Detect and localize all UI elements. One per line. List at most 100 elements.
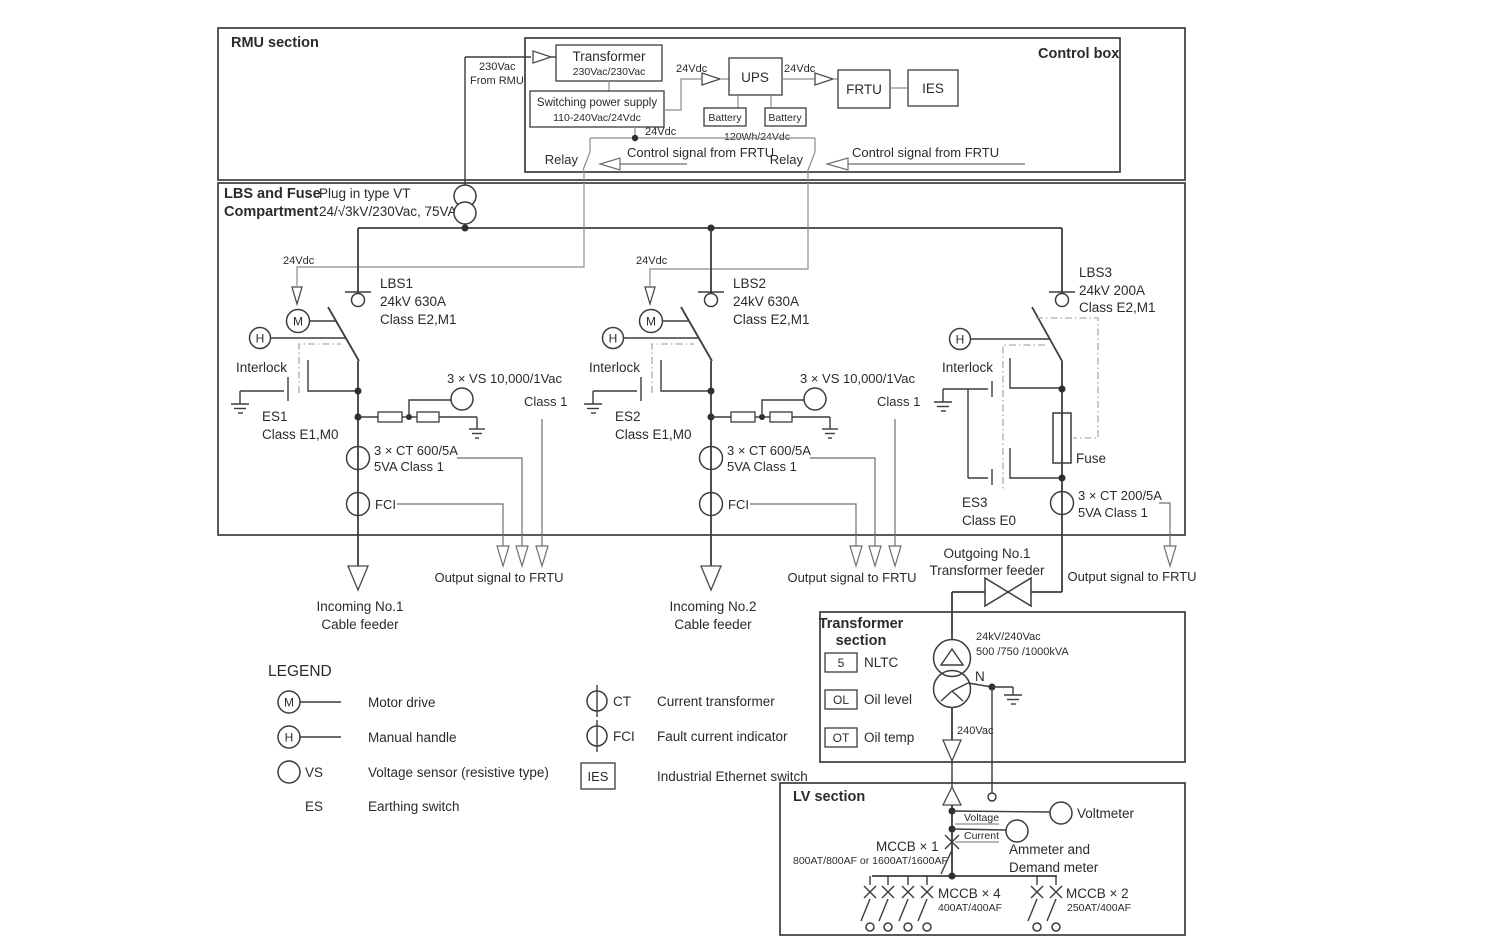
battery-box-1: [703, 107, 747, 127]
branch-lbs1: 24Vdc M H Interlock ES1 Class E1,M0: [231, 228, 567, 632]
svg-text:H: H: [285, 731, 294, 745]
lbs-blade-icon: [1031, 306, 1063, 362]
ctrl-signal-arrow-1-icon: [597, 157, 621, 171]
output-signal-label: Output signal to FRTU: [787, 570, 916, 585]
relay-2-label: Relay: [770, 152, 804, 167]
vs-class-label: Class 1: [877, 394, 920, 409]
sps-label-1: Switching power supply: [537, 97, 657, 109]
interlock-label: Interlock: [236, 360, 287, 375]
mccb-group-4-icon: [860, 876, 934, 932]
ground-icon: [469, 428, 485, 439]
lbs-name-label: LBS2: [733, 276, 766, 291]
rmu-section-title: RMU section: [231, 35, 319, 51]
legend-vs-icon: [277, 760, 301, 784]
resistor-icon: [377, 411, 403, 423]
ground-icon: [934, 401, 952, 412]
branch-lbs3: H Interlock ES3 Class E0 Fuse 3 × CT 200…: [929, 228, 1197, 640]
nltc-label: NLTC: [864, 655, 899, 670]
vt-label-2: 24/√3kV/230Vac, 75VA: [319, 204, 457, 219]
svg-text:M: M: [646, 315, 656, 329]
frtu-label: FRTU: [846, 82, 882, 97]
lbs-blade-icon: [680, 306, 713, 362]
control-transformer-rating: 230Vac/230Vac: [573, 66, 646, 78]
ground-icon: [584, 403, 602, 414]
power-transformer-icon: [932, 638, 972, 709]
battery-box-2: [764, 107, 807, 127]
dc-arrow-2-icon: [814, 72, 836, 86]
dc-arrow-1-icon: [701, 72, 723, 86]
svg-text:H: H: [256, 332, 265, 346]
ct-class-label: 5VA Class 1: [1078, 505, 1148, 520]
control-box: [524, 37, 1121, 173]
interlock-label: Interlock: [589, 360, 640, 375]
resistor-icon: [769, 411, 793, 423]
sps-label-2: 110-240Vac/24Vdc: [553, 112, 641, 124]
legend-ies-icon: [580, 762, 616, 790]
feed-source-label: From RMU: [470, 75, 524, 87]
nltc-box: [824, 652, 858, 673]
legend-ct-label: Current transformer: [657, 694, 775, 709]
ct-icon: [1049, 490, 1075, 516]
output-signal-label: Output signal to FRTU: [434, 570, 563, 585]
output-signal-arrows-icon: [496, 545, 549, 569]
svg-text:5: 5: [838, 656, 845, 670]
svg-text:H: H: [956, 333, 965, 347]
mccb4-rating: 400AT/400AF: [938, 902, 1002, 914]
ct-icon: [345, 445, 371, 471]
legend-handle-label: Manual handle: [368, 730, 457, 745]
legend-ct-sym: CT: [613, 694, 631, 709]
svg-text:OL: OL: [833, 693, 849, 707]
lbs-class-label: Class E2,M1: [1079, 300, 1156, 315]
resistor-icon: [730, 411, 756, 423]
es-label: ES3: [962, 495, 988, 510]
feeder-arrow-icon: [347, 565, 369, 592]
control-transformer-box: [555, 44, 663, 82]
neutral-label: N: [975, 669, 985, 684]
ies-box: [907, 69, 959, 107]
lbs-class-label: Class E2,M1: [380, 312, 457, 327]
manual-handle-icon: [601, 326, 625, 350]
mccb4-label: MCCB × 4: [938, 886, 1001, 901]
current-tap-label: Current: [964, 830, 999, 842]
transformer-section: Transformer section 5 NLTC OL Oil level …: [819, 616, 1069, 802]
voltmeter-label: Voltmeter: [1077, 806, 1135, 821]
ctrl-signal-label-1: Control signal from FRTU: [627, 145, 774, 160]
dc-label-2: 24Vdc: [784, 63, 816, 75]
feeder-label-2: Cable feeder: [674, 617, 752, 632]
mccb-main-icon: [940, 834, 960, 875]
es-class-label: Class E1,M0: [615, 427, 692, 442]
output-signal-arrows-icon: [849, 545, 902, 569]
dc-control-label: 24Vdc: [283, 255, 315, 267]
svg-text:IES: IES: [588, 769, 609, 784]
ground-icon: [1004, 694, 1022, 705]
lbs-contact-icon: [703, 292, 719, 308]
mccb1-rating: 800AT/800AF or 1600AT/1600AF: [793, 855, 948, 867]
resistor-icon: [416, 411, 440, 423]
feeder-label-1: Incoming No.2: [669, 599, 756, 614]
fci-label: FCI: [728, 497, 749, 512]
legend-ct-icon: [586, 690, 608, 712]
es-label: ES2: [615, 409, 641, 424]
ups-box: [728, 57, 783, 96]
interlock-linkage-icon: [1036, 317, 1099, 439]
lv-section: LV section Voltmeter Voltage Current Amm…: [793, 785, 1135, 932]
outgoing-feeder-label-1: Outgoing No.1: [943, 546, 1030, 561]
lbs-rating-label: 24kV 200A: [1079, 283, 1145, 298]
ammeter-label-1: Ammeter and: [1009, 842, 1090, 857]
rmu-section-box: [217, 27, 1186, 181]
oil-temp-label: Oil temp: [864, 730, 914, 745]
legend-fci-label: Fault current indicator: [657, 729, 788, 744]
ammeter-icon: [1005, 819, 1029, 843]
section-borders: [217, 27, 1186, 936]
dc-label-1: 24Vdc: [676, 63, 708, 75]
vt-label-1: Plug in type VT: [319, 186, 411, 201]
fci-label: FCI: [375, 497, 396, 512]
legend-title: LEGEND: [268, 663, 332, 680]
lbs-contact-icon: [1054, 292, 1070, 308]
battery-rating-label: 120Wh/24Vdc: [724, 131, 790, 143]
legend-es-label: Earthing switch: [368, 799, 460, 814]
vs-label: 3 × VS 10,000/1Vac: [800, 371, 916, 386]
legend-ies-label: Industrial Ethernet switch: [657, 769, 808, 784]
transformer-section-title-2: section: [836, 633, 887, 649]
